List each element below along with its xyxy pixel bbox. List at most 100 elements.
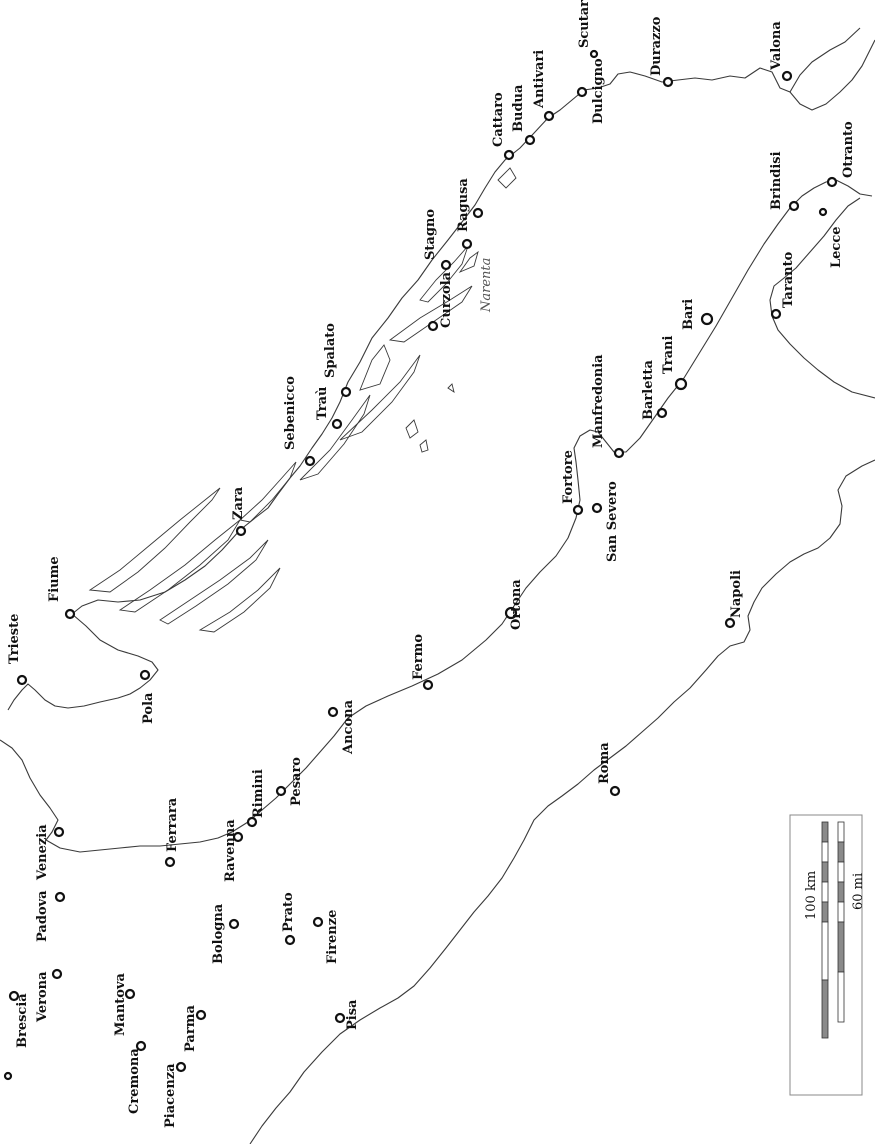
city-marker-lecce[interactable]: [818, 207, 828, 217]
city-label-trani: Trani: [661, 336, 676, 374]
city-label-prato: Prato: [281, 892, 296, 932]
city-label-parma: Parma: [183, 1005, 198, 1052]
coast-italy-tyrrhenian: [249, 459, 875, 1144]
city-marker-roma[interactable]: [609, 785, 621, 797]
city-markers: [3, 49, 838, 1081]
city-label-venezia: Venezia: [35, 824, 50, 881]
city-marker-trieste[interactable]: [16, 674, 28, 686]
city-marker-ragusa[interactable]: [472, 207, 484, 219]
scale-km-bar: [821, 821, 829, 1039]
city-label-bologna: Bologna: [211, 903, 226, 964]
city-label-otranto: Otranto: [841, 121, 856, 178]
city-marker-bari[interactable]: [700, 312, 714, 326]
city-marker-brescia-west[interactable]: [3, 1071, 13, 1081]
city-marker-padova[interactable]: [54, 891, 66, 903]
city-label-valona: Valona: [769, 21, 784, 71]
city-label-ravenna: Ravenna: [223, 819, 238, 882]
city-label-dulcigno: Dulcigno: [591, 58, 606, 124]
scale-mi-label: 60 mi: [851, 873, 866, 910]
coast-italy-adriatic: [0, 179, 873, 853]
city-label-rimini: Rimini: [251, 769, 266, 818]
city-label-zara: Zara: [231, 486, 246, 520]
coast-gulf-taranto: [771, 315, 875, 399]
city-marker-budua[interactable]: [524, 134, 536, 146]
city-marker-prato[interactable]: [284, 934, 296, 946]
city-label-stagno: Stagno: [423, 209, 438, 260]
city-label-brindisi: Brindisi: [769, 151, 784, 210]
city-marker-cattaro[interactable]: [503, 149, 515, 161]
city-marker-ravenna[interactable]: [232, 831, 244, 843]
city-marker-ferrara[interactable]: [164, 856, 176, 868]
city-marker-parma[interactable]: [195, 1009, 207, 1021]
city-marker-brindisi[interactable]: [788, 200, 800, 212]
city-marker-ancona[interactable]: [327, 706, 339, 718]
islands: [88, 167, 517, 633]
city-label-pisa: Pisa: [345, 999, 360, 1030]
city-marker-pesaro[interactable]: [275, 785, 287, 797]
city-label-ragusa: Ragusa: [456, 178, 471, 232]
city-marker-durazzo[interactable]: [662, 76, 674, 88]
city-label-curzola: Curzola: [439, 271, 454, 328]
coast-salento: [769, 197, 861, 317]
city-marker-cremona[interactable]: [135, 1040, 147, 1052]
city-label-scutari: Scutari: [577, 0, 592, 48]
city-label-taranto: Taranto: [781, 251, 796, 308]
city-marker-pola[interactable]: [139, 669, 151, 681]
city-labels: Scutari Dulcigno Durazzo Valona Antivari…: [7, 0, 856, 1128]
city-label-pola: Pola: [141, 692, 156, 724]
city-label-verona: Verona: [35, 971, 50, 1023]
scale-km-label: 100 km: [804, 871, 819, 920]
city-label-ortona: Ortona: [509, 579, 524, 630]
city-label-trau: Traù: [315, 387, 330, 420]
city-marker-valona[interactable]: [781, 70, 793, 82]
city-label-firenze: Firenze: [325, 910, 340, 964]
city-marker-firenze[interactable]: [312, 916, 324, 928]
city-marker-verona[interactable]: [51, 968, 63, 980]
city-label-roma: Roma: [597, 742, 612, 784]
city-marker-barletta[interactable]: [656, 407, 668, 419]
city-label-manfredonia: Manfredonia: [591, 354, 606, 448]
city-label-fortore: Fortore: [561, 450, 576, 504]
city-marker-brescia[interactable]: [8, 990, 20, 1002]
city-marker-san-severo[interactable]: [591, 502, 603, 514]
city-marker-taranto[interactable]: [770, 308, 782, 320]
city-label-napoli: Napoli: [729, 570, 744, 618]
city-marker-fortore[interactable]: [572, 504, 584, 516]
city-label-barletta: Barletta: [641, 360, 656, 420]
city-marker-dulcigno[interactable]: [576, 86, 588, 98]
city-label-mantova: Mantova: [113, 973, 128, 1036]
city-marker-rimini[interactable]: [246, 816, 258, 828]
city-marker-scutari[interactable]: [589, 49, 599, 59]
city-label-ferrara: Ferrara: [165, 797, 180, 852]
city-label-cattaro: Cattaro: [491, 92, 506, 147]
city-marker-curzola[interactable]: [427, 320, 439, 332]
city-marker-sebenicco[interactable]: [304, 455, 316, 467]
city-label-cremona: Cremona: [127, 1048, 142, 1114]
city-marker-venezia[interactable]: [53, 826, 65, 838]
city-marker-trani[interactable]: [674, 377, 688, 391]
city-label-pesaro: Pesaro: [289, 757, 304, 806]
city-marker-manfredonia[interactable]: [613, 447, 625, 459]
city-label-brescia: Brescia: [15, 993, 30, 1048]
city-marker-antivari[interactable]: [543, 110, 555, 122]
city-marker-otranto[interactable]: [826, 176, 838, 188]
city-label-sebenicco: Sebenicco: [283, 376, 298, 450]
river-label-narenta: Narenta: [479, 258, 494, 313]
city-marker-zara[interactable]: [235, 525, 247, 537]
city-marker-napoli[interactable]: [724, 617, 736, 629]
city-marker-mantova[interactable]: [124, 988, 136, 1000]
city-marker-stagno[interactable]: [461, 238, 473, 250]
city-label-fiume: Fiume: [47, 556, 62, 602]
city-label-trieste: Trieste: [7, 614, 22, 664]
city-marker-narenta-point[interactable]: [440, 259, 452, 271]
city-marker-fermo[interactable]: [422, 679, 434, 691]
city-marker-ortona[interactable]: [504, 606, 518, 620]
city-marker-spalato[interactable]: [340, 386, 352, 398]
city-marker-piacenza[interactable]: [175, 1061, 187, 1073]
city-marker-trau[interactable]: [331, 418, 343, 430]
city-marker-bologna[interactable]: [228, 918, 240, 930]
city-label-durazzo: Durazzo: [649, 16, 664, 76]
city-marker-fiume[interactable]: [64, 608, 76, 620]
city-label-lecce: Lecce: [829, 226, 844, 268]
city-marker-pisa[interactable]: [334, 1012, 346, 1024]
